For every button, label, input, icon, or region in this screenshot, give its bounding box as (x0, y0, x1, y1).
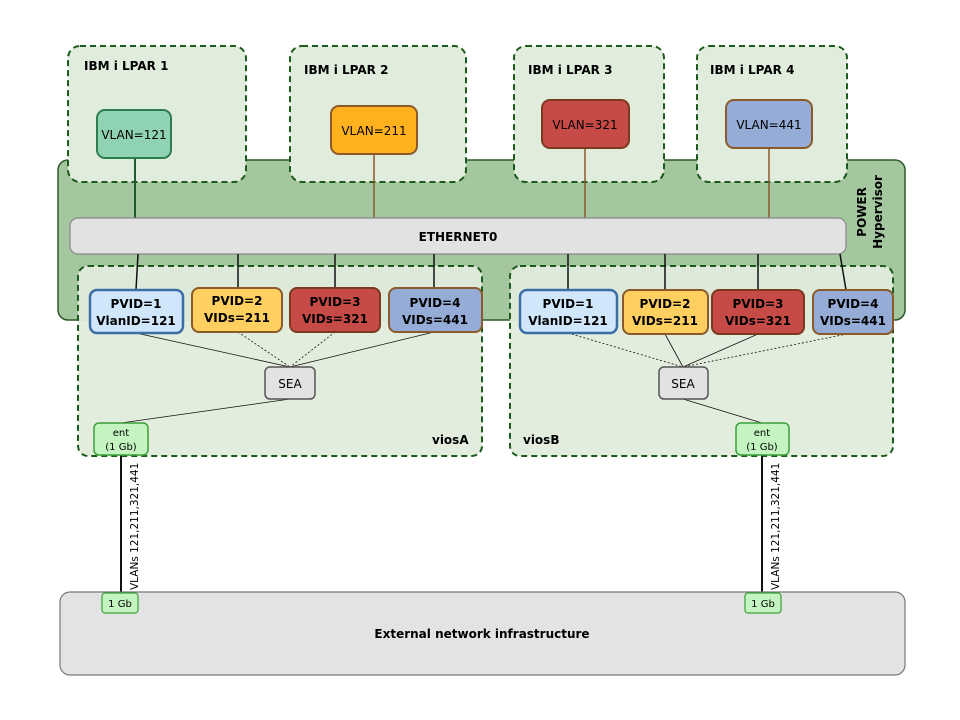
adapter-pvid: PVID=3 (310, 295, 361, 309)
adapter-vids: VIDs=211 (204, 311, 270, 325)
vios-a-sea: SEA (264, 366, 316, 400)
vios-b-label: viosB (523, 433, 559, 447)
adapter-vids: VlanID=121 (96, 314, 176, 328)
ent-label: ent (754, 428, 770, 439)
vios-b-adapter-pvid2: PVID=2 VIDs=211 (622, 289, 709, 335)
ent-speed: (1 Gb) (746, 442, 778, 453)
adapter-pvid: PVID=4 (828, 297, 879, 311)
vlan-211-adapter: VLAN=211 (330, 105, 418, 155)
adapter-pvid: PVID=1 (543, 297, 594, 311)
vlan-label: VLAN=441 (736, 118, 801, 132)
link-b-vlans-label: VLANs 121,211,321,441 (770, 463, 782, 590)
vios-b-sea: SEA (658, 366, 709, 400)
external-network (59, 591, 906, 676)
adapter-pvid: PVID=2 (212, 294, 263, 308)
hypervisor-label: POWER Hypervisor (855, 175, 885, 249)
external-port-1: 1 Gb (101, 592, 139, 614)
lpar-title: IBM i LPAR 1 (84, 59, 168, 73)
vios-b-adapter-pvid4: PVID=4 VIDs=441 (812, 289, 894, 335)
lpar-title: IBM i LPAR 3 (528, 63, 612, 77)
sea-label: SEA (278, 377, 302, 391)
external-port-2: 1 Gb (744, 592, 782, 614)
adapter-vids: VIDs=321 (725, 314, 791, 328)
vlan-441-adapter: VLAN=441 (725, 99, 813, 149)
vios-b-adapter-pvid3: PVID=3 VIDs=321 (711, 289, 805, 335)
vios-a-adapter-pvid2: PVID=2 VIDs=211 (191, 287, 283, 333)
vios-a-label: viosA (432, 433, 469, 447)
vlan-label: VLAN=121 (101, 128, 166, 142)
adapter-vids: VIDs=441 (402, 313, 468, 327)
hypervisor-label-line1: POWER (855, 187, 869, 237)
port-label: 1 Gb (108, 599, 132, 610)
adapter-vids: VIDs=321 (302, 312, 368, 326)
link-a-vlans-label: VLANs 121,211,321,441 (129, 463, 141, 590)
vios-a-adapter-pvid1: PVID=1 VlanID=121 (88, 288, 185, 335)
vios-b-ent-adapter: ent (1 Gb) (735, 422, 790, 456)
lpar-title: IBM i LPAR 4 (710, 63, 794, 77)
ethernet0-label: ETHERNET0 (419, 230, 498, 244)
adapter-pvid: PVID=3 (733, 297, 784, 311)
adapter-pvid: PVID=4 (410, 296, 461, 310)
port-label: 1 Gb (751, 599, 775, 610)
vios-b-adapter-pvid1: PVID=1 VlanID=121 (518, 288, 619, 335)
adapter-vids: VIDs=211 (632, 314, 698, 328)
ethernet0-bus (69, 217, 847, 255)
external-network-label: External network infrastructure (374, 627, 589, 641)
vlan-label: VLAN=321 (552, 118, 617, 132)
hypervisor-label-line2: Hypervisor (871, 175, 885, 249)
ent-label: ent (113, 428, 129, 439)
adapter-pvid: PVID=2 (640, 297, 691, 311)
vios-a-ent-adapter: ent (1 Gb) (93, 422, 149, 456)
sea-label: SEA (671, 377, 695, 391)
vlan-label: VLAN=211 (341, 124, 406, 138)
adapter-vids: VIDs=441 (820, 314, 886, 328)
vlan-121-adapter: VLAN=121 (96, 109, 172, 159)
vios-a-adapter-pvid3: PVID=3 VIDs=321 (289, 287, 381, 333)
vlan-321-adapter: VLAN=321 (541, 99, 630, 149)
ent-speed: (1 Gb) (105, 442, 137, 453)
adapter-pvid: PVID=1 (111, 297, 162, 311)
vios-a-adapter-pvid4: PVID=4 VIDs=441 (388, 287, 483, 333)
adapter-vids: VlanID=121 (528, 314, 608, 328)
lpar-title: IBM i LPAR 2 (304, 63, 388, 77)
